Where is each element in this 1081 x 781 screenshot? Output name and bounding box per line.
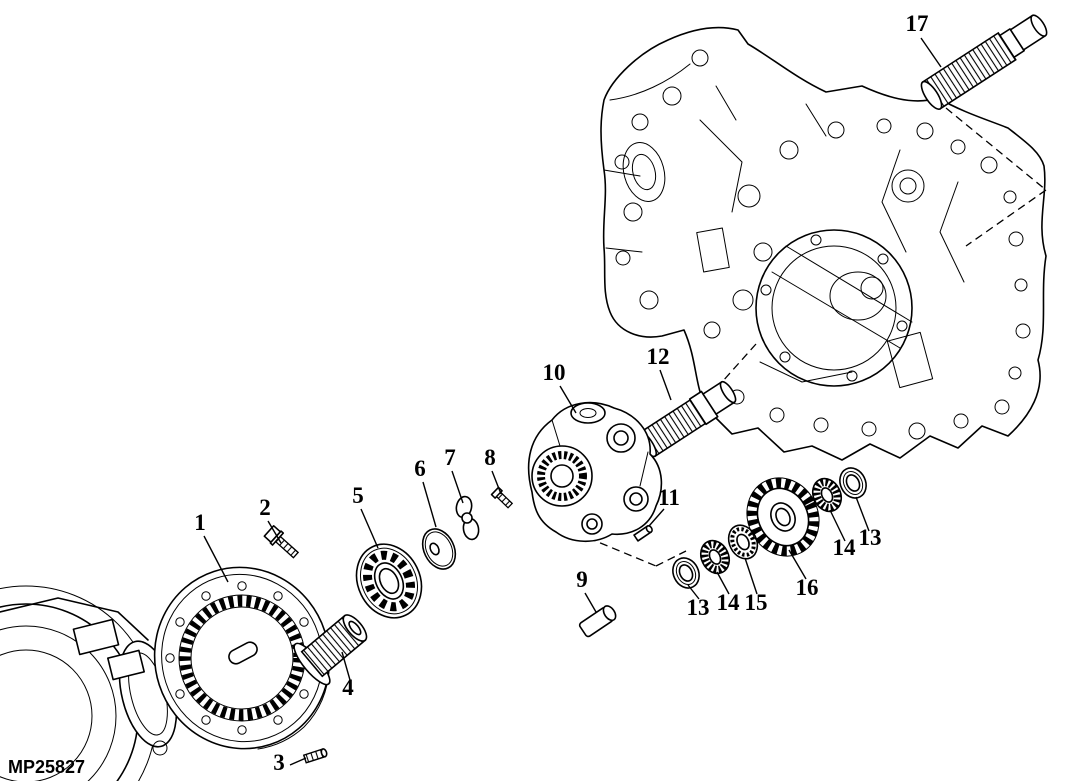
callout-13a: 13 — [687, 595, 710, 620]
callout-3: 3 — [273, 750, 285, 775]
part-seal-13a — [672, 557, 700, 589]
part-thrust-washer-15 — [727, 524, 759, 560]
callout-15: 15 — [745, 590, 768, 615]
callout-1: 1 — [194, 510, 206, 535]
part-seal-13b — [839, 467, 867, 499]
part-planet-carrier-10 — [527, 401, 663, 543]
callout-5: 5 — [352, 483, 364, 508]
callout-11: 11 — [658, 485, 680, 510]
part-sun-shaft-4 — [293, 614, 368, 686]
part-retainer-clip-7 — [455, 495, 480, 541]
part-pin-3 — [302, 748, 328, 764]
part-needle-bearing-14b — [811, 477, 843, 513]
part-ball-bearing-5 — [355, 543, 423, 619]
part-dowel-pin-9 — [578, 605, 617, 638]
part-needle-bearing-14a — [699, 539, 731, 575]
part-roll-pin-11 — [633, 525, 653, 542]
callout-14a: 14 — [717, 590, 741, 615]
callout-14b: 14 — [833, 535, 857, 560]
callout-16: 16 — [796, 575, 819, 600]
callout-2: 2 — [259, 495, 271, 520]
callout-7: 7 — [444, 445, 456, 470]
figure-code: MP25827 — [8, 757, 85, 777]
callout-17: 17 — [906, 11, 929, 36]
transmission-housing-drawing — [600, 26, 1047, 461]
callout-10: 10 — [543, 360, 566, 385]
callout-6: 6 — [414, 456, 426, 481]
callout-13b: 13 — [859, 525, 882, 550]
callout-12: 12 — [647, 344, 670, 369]
leader-lines — [203, 37, 942, 766]
callout-labels: 1 2 5 6 7 8 10 12 11 9 13 14 15 16 14 13… — [194, 11, 928, 775]
part-cap-screw-2 — [263, 524, 300, 559]
part-screw-8 — [490, 486, 514, 509]
part-output-shaft-17 — [920, 14, 1048, 110]
callout-9: 9 — [576, 567, 588, 592]
callout-8: 8 — [484, 445, 496, 470]
part-pinion-gear-16 — [746, 477, 820, 557]
callout-4: 4 — [342, 675, 354, 700]
part-washer-6 — [421, 528, 457, 570]
